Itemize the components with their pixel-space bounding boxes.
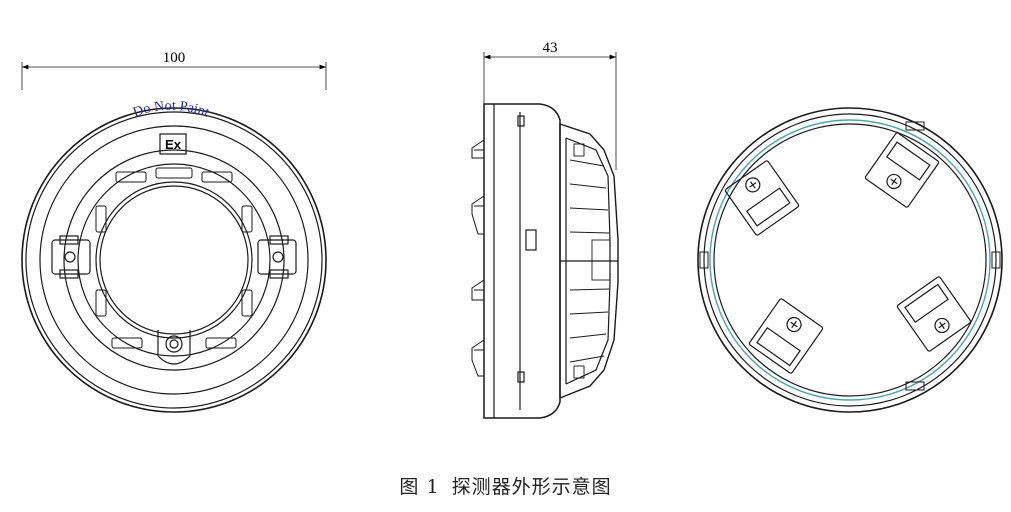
- front-view: [21, 62, 327, 413]
- width-dimension-label: 100: [163, 50, 186, 66]
- back-view: [697, 107, 1003, 413]
- terminal-top-left: [724, 160, 800, 236]
- bottom-screw-lug: [157, 330, 191, 365]
- detector-outline-drawing: 100 Do Not Paint Ex: [21, 40, 1003, 419]
- figure-number: 图 1: [399, 476, 440, 498]
- side-view: [471, 52, 619, 419]
- left-clip: [51, 235, 91, 279]
- height-dimension-line: [483, 52, 617, 170]
- terminal-bottom-left: [748, 298, 824, 374]
- ex-mark-label: Ex: [165, 137, 182, 152]
- figure-title: 探测器外形示意图: [451, 476, 612, 498]
- ex-mark-box: [159, 133, 187, 155]
- figure-caption: 图 1 探测器外形示意图: [0, 472, 1011, 499]
- do-not-paint-marking: Do Not Paint: [131, 99, 211, 121]
- terminal-bottom-right: [896, 276, 972, 352]
- height-dimension-label: 43: [543, 40, 558, 56]
- right-clip: [257, 235, 297, 279]
- terminal-top-right: [864, 132, 940, 208]
- width-dimension-line: [21, 62, 327, 90]
